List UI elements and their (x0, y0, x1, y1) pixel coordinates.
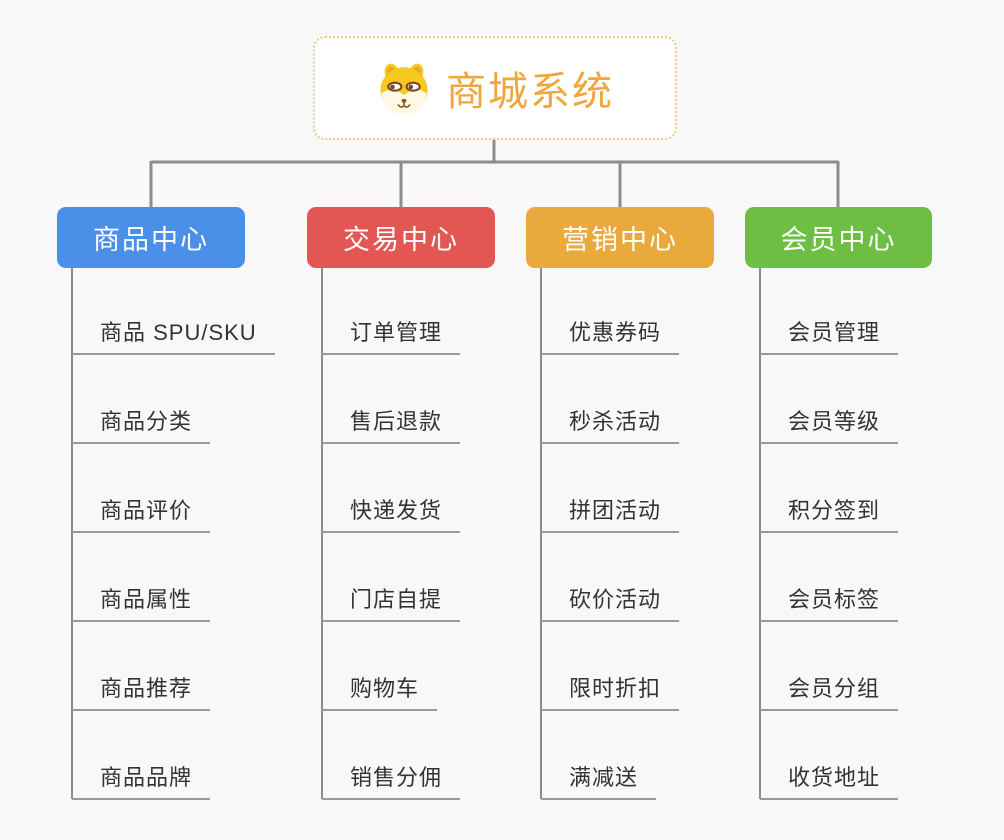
subtopic-node[interactable]: 砍价活动 (541, 578, 680, 622)
root-node-mall-system[interactable]: 商城系统 (313, 36, 677, 140)
subtopic-node[interactable]: 门店自提 (322, 578, 461, 622)
subtopic-node[interactable]: 售后退款 (322, 400, 461, 444)
branch-label: 交易中心 (343, 225, 459, 255)
root-title: 商城系统 (446, 70, 614, 114)
branch-label: 营销中心 (562, 225, 678, 255)
subtopic-node[interactable]: 商品分类 (72, 400, 211, 444)
subtopic-node[interactable]: 商品属性 (72, 578, 211, 622)
subtopic-node[interactable]: 优惠券码 (541, 311, 680, 355)
subtopic-node[interactable]: 会员等级 (760, 400, 899, 444)
branch-label: 商品中心 (93, 225, 209, 255)
subtopic-node[interactable]: 会员分组 (760, 667, 899, 711)
subtopic-node[interactable]: 销售分佣 (322, 756, 461, 800)
subtopic-node[interactable]: 积分签到 (760, 489, 899, 533)
subtopic-node[interactable]: 订单管理 (322, 311, 461, 355)
subtopic-node[interactable]: 会员标签 (760, 578, 899, 622)
subtopic-node[interactable]: 秒杀活动 (541, 400, 680, 444)
subtopic-node[interactable]: 购物车 (322, 667, 438, 711)
branch-trade-center[interactable]: 交易中心 (307, 207, 495, 268)
subtopic-node[interactable]: 商品 SPU/SKU (72, 311, 275, 355)
branch-product-center[interactable]: 商品中心 (57, 207, 245, 268)
branch-member-center[interactable]: 会员中心 (745, 207, 932, 268)
subtopic-node[interactable]: 商品评价 (72, 489, 211, 533)
subtopic-node[interactable]: 商品品牌 (72, 756, 211, 800)
subtopic-node[interactable]: 限时折扣 (541, 667, 680, 711)
subtopic-node[interactable]: 商品推荐 (72, 667, 211, 711)
subtopic-node[interactable]: 会员管理 (760, 311, 899, 355)
branch-marketing-center[interactable]: 营销中心 (526, 207, 714, 268)
subtopic-node[interactable]: 满减送 (541, 756, 657, 800)
subtopic-node[interactable]: 拼团活动 (541, 489, 680, 533)
branch-label: 会员中心 (780, 225, 897, 255)
dog-mascot-icon (380, 63, 428, 115)
subtopic-node[interactable]: 收货地址 (760, 756, 899, 800)
subtopic-node[interactable]: 快递发货 (322, 489, 461, 533)
